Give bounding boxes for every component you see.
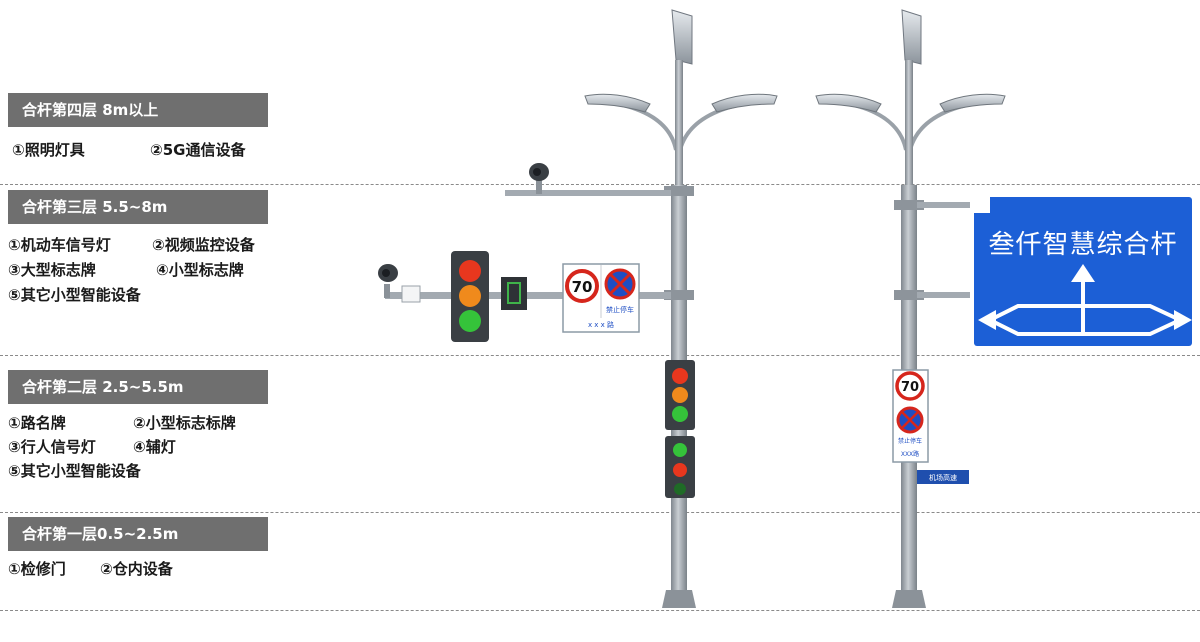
left-clamp-mid <box>664 290 694 300</box>
arm-sign-road-name: x x x 路 <box>588 320 614 329</box>
left-lamp-head-right <box>711 93 778 113</box>
layer-4-title: 合杆第四层 8m以上 <box>8 93 268 127</box>
guide-sign <box>970 193 1196 350</box>
pole-sign-speed-limit: 70 <box>901 380 919 395</box>
street-name-plate <box>917 470 969 484</box>
right-sign-arm-lower <box>917 292 972 298</box>
left-pole-upper <box>675 60 683 190</box>
pedestrian-signal-light <box>665 436 695 498</box>
layer-divider-3-2 <box>0 355 1200 356</box>
arm-sign-speed-limit: 70 <box>572 278 593 296</box>
left-clamp-upper <box>664 186 694 196</box>
layer-3-item-2: ②视频监控设备 <box>152 236 255 254</box>
layer-3-title: 合杆第三层 5.5~8m <box>8 190 268 224</box>
layer-4-item-1: ①照明灯具 <box>12 141 85 159</box>
layer-2-item-4: ④辅灯 <box>133 438 176 456</box>
right-5g-antenna <box>901 9 922 65</box>
right-clamp-upper <box>894 200 924 210</box>
pole-sign-no-parking-label: 禁止停车 <box>898 437 922 445</box>
right-lamp-head-right <box>939 93 1006 113</box>
right-sign-arm-upper <box>917 202 972 208</box>
street-name-plate-text: 机场高速 <box>929 473 957 482</box>
layer-divider-4-3 <box>0 184 1200 185</box>
vehicle-signal-light <box>451 251 489 342</box>
layer-3-item-4: ④小型标志牌 <box>156 261 244 279</box>
left-5g-antenna <box>671 9 693 65</box>
right-pole <box>815 9 1196 608</box>
layer-2-item-2: ②小型标志标牌 <box>133 414 236 432</box>
layer-2-item-3: ③行人信号灯 <box>8 438 96 456</box>
camera-icon <box>378 264 398 298</box>
layer-3-item-1: ①机动车信号灯 <box>8 236 111 254</box>
layer-2-item-5: ⑤其它小型智能设备 <box>8 462 141 480</box>
ground-line <box>0 610 1200 611</box>
arm-sign-no-parking-label: 禁止停车 <box>606 305 634 314</box>
right-lamp-head-left <box>815 93 882 113</box>
left-camera-arm <box>505 190 671 196</box>
layer-divider-2-1 <box>0 512 1200 513</box>
camera-icon <box>529 163 549 194</box>
pole-sign-road-name: XXX路 <box>901 450 919 458</box>
left-lamp-head-left <box>584 93 651 113</box>
left-pole <box>378 9 778 608</box>
layer-1-item-2: ②仓内设备 <box>100 560 173 578</box>
countdown-display <box>501 277 527 310</box>
layer-3-item-5: ⑤其它小型智能设备 <box>8 286 141 304</box>
left-main-arm <box>385 292 671 299</box>
left-pole-base <box>662 590 696 608</box>
pole-vertical-sign <box>892 369 929 463</box>
arm-traffic-sign <box>562 263 640 333</box>
layer-2-item-1: ①路名牌 <box>8 414 66 432</box>
layer-2-title: 合杆第二层 2.5~5.5m <box>8 370 268 404</box>
left-sensor-box <box>401 285 421 303</box>
right-pole-upper <box>905 60 913 190</box>
right-clamp-mid <box>894 290 924 300</box>
right-pole-base <box>892 590 926 608</box>
layer-3-item-3: ③大型标志牌 <box>8 261 96 279</box>
guide-sign-title: 叁仟智慧综合杆 <box>988 230 1178 260</box>
lower-vehicle-signal-light <box>665 360 695 430</box>
layer-4-item-2: ②5G通信设备 <box>150 141 246 159</box>
layer-1-title: 合杆第一层0.5~2.5m <box>8 517 268 551</box>
layer-1-item-1: ①检修门 <box>8 560 66 578</box>
